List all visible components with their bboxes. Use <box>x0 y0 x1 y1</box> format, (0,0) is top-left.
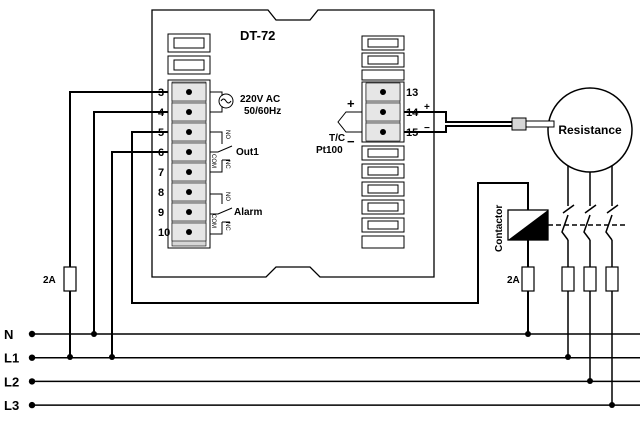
right-screw-13 <box>380 89 386 95</box>
left-screw-5 <box>186 129 192 135</box>
left-terminal-number: 9 <box>158 207 164 219</box>
left-screw-9 <box>186 209 192 215</box>
left-screw-6 <box>186 149 192 155</box>
alarm-com-label: COM <box>210 214 216 228</box>
junction-dots <box>67 331 615 408</box>
controller-fuse-label: 2A <box>43 275 56 286</box>
out1-no-label: NO <box>224 130 230 139</box>
out1-com-label: COM <box>210 154 216 168</box>
left-terminal-number: 7 <box>158 167 164 179</box>
power-label-line2: 50/60Hz <box>244 106 281 117</box>
left-terminal-number: 8 <box>158 187 164 199</box>
model-label: DT-72 <box>240 28 275 43</box>
supply-label-L1: L1 <box>4 351 19 366</box>
resistance-label: Resistance <box>558 123 622 137</box>
left-screw-8 <box>186 189 192 195</box>
alarm-relay-symbol <box>210 193 233 235</box>
supply-label-L2: L2 <box>4 374 19 389</box>
sensor-label-line1: T/C <box>329 133 345 144</box>
sensor-plus-sign: + <box>347 96 355 111</box>
left-screw-10 <box>186 229 192 235</box>
sensor-label-line2: Pt100 <box>316 145 343 156</box>
out1-relay-symbol <box>210 131 233 173</box>
controller-fuse <box>63 266 77 292</box>
thermocouple-probe <box>511 117 555 131</box>
contactor-fuse <box>521 266 535 292</box>
right-screw-14 <box>380 109 386 115</box>
supply-label-L3: L3 <box>4 398 19 413</box>
right-terminal-number: 13 <box>406 87 418 99</box>
right-screw-15 <box>380 129 386 135</box>
probe-plus-sign: + <box>424 102 430 113</box>
out1-label: Out1 <box>236 147 259 158</box>
alarm-label: Alarm <box>234 207 262 218</box>
resistance-load <box>547 87 633 173</box>
sensor-minus-sign: − <box>347 134 355 149</box>
contactor-label: Contactor <box>494 205 505 252</box>
supply-label-N: N <box>4 327 13 342</box>
contactor-switches <box>561 214 613 241</box>
left-terminal-number: 10 <box>158 227 170 239</box>
alarm-no-label: NO <box>224 192 230 201</box>
left-screw-4 <box>186 109 192 115</box>
left-screw-3 <box>186 89 192 95</box>
out1-nc-label: NC <box>224 160 230 169</box>
left-screw-7 <box>186 169 192 175</box>
sensor-input-symbol <box>337 111 362 133</box>
heater-circuit <box>562 164 619 405</box>
power-symbol <box>210 91 234 113</box>
field-wiring <box>69 91 529 357</box>
probe-minus-sign: − <box>424 123 430 134</box>
alarm-nc-label: NC <box>224 222 230 231</box>
heater-fuses <box>561 266 619 292</box>
contactor-coil <box>507 209 549 241</box>
power-label-line1: 220V AC <box>240 94 280 105</box>
left-unused-sockets <box>167 33 211 75</box>
right-unused-sockets <box>361 35 405 249</box>
contactor-fuse-label: 2A <box>507 275 520 286</box>
